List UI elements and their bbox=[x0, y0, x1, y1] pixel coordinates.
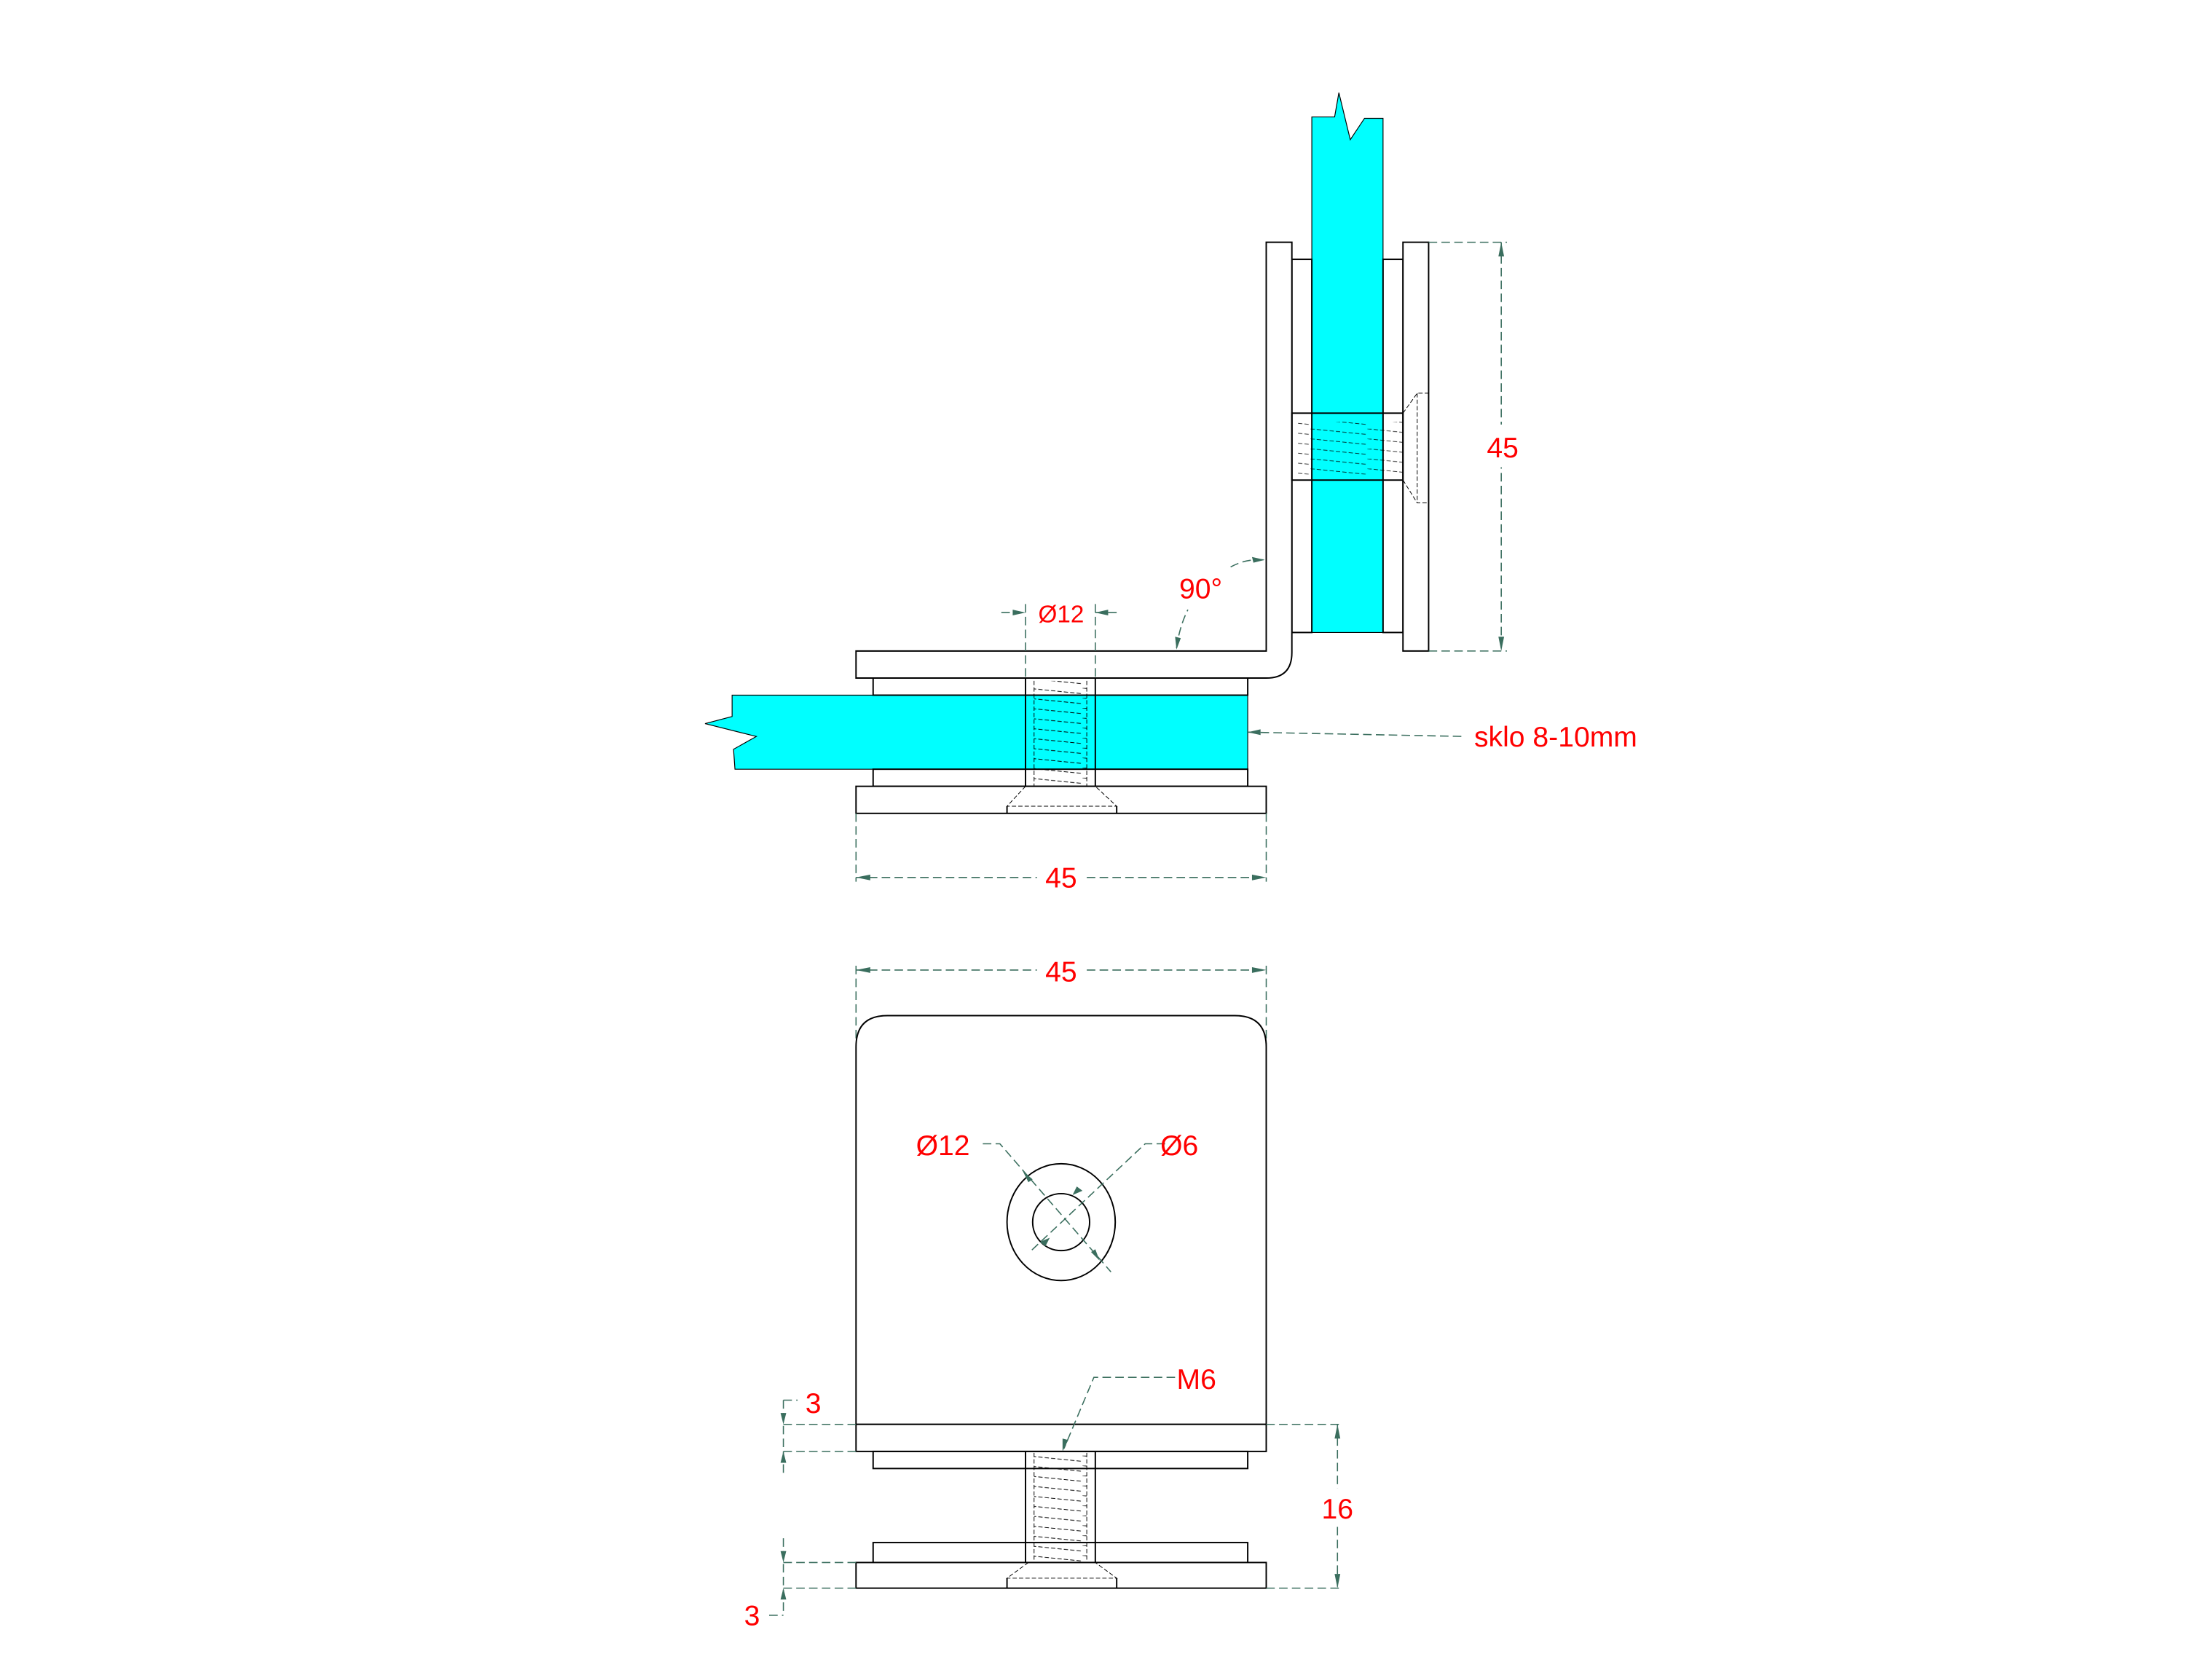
horizontal-glass-pane bbox=[704, 694, 1248, 770]
total-height-dim-label: 16 bbox=[1322, 1494, 1354, 1525]
right-clamp-plate bbox=[1402, 241, 1430, 652]
front-screw bbox=[1006, 1451, 1118, 1588]
top-plate-dim-label: 3 bbox=[806, 1388, 822, 1419]
front-width-dimension: 45 bbox=[855, 954, 1267, 1055]
outer-hole-circle bbox=[1006, 1162, 1117, 1282]
horizontal-screw bbox=[1291, 393, 1429, 503]
height-dimension: 45 bbox=[1428, 241, 1524, 652]
hole-dimension: Ø12 bbox=[1001, 602, 1120, 679]
thread-leader: M6 bbox=[1062, 1364, 1216, 1451]
glass-leader: sklo 8-10mm bbox=[1248, 722, 1637, 753]
outer-hole-label: Ø12 bbox=[916, 1130, 970, 1162]
angle-dimension: 90° bbox=[1175, 556, 1265, 650]
l-bracket bbox=[855, 241, 1293, 679]
bottom-clamp-plate bbox=[855, 785, 1267, 814]
width-dim-label: 45 bbox=[1045, 862, 1077, 894]
height-dim-label: 45 bbox=[1487, 433, 1519, 464]
hole-dim-label: Ø12 bbox=[1038, 602, 1084, 629]
front-bottom-plate bbox=[855, 1561, 1267, 1589]
vertical-glass-pane bbox=[1311, 92, 1384, 634]
inner-hole-label: Ø6 bbox=[1160, 1130, 1198, 1162]
front-width-dim-label: 45 bbox=[1045, 957, 1077, 988]
front-bracket-face bbox=[855, 1015, 1267, 1425]
inner-hole-circle bbox=[1031, 1192, 1090, 1252]
top-plate-thickness-dimension: 3 bbox=[780, 1388, 857, 1476]
width-dimension: 45 bbox=[855, 813, 1267, 895]
bottom-plate-dim-label: 3 bbox=[744, 1600, 760, 1631]
bottom-plate-thickness-dimension: 3 bbox=[744, 1538, 857, 1631]
glass-label: sklo 8-10mm bbox=[1474, 722, 1637, 753]
thread-label: M6 bbox=[1177, 1364, 1216, 1395]
total-height-dimension: 16 bbox=[1266, 1423, 1359, 1589]
angle-dim-label: 90° bbox=[1179, 574, 1222, 605]
front-top-plate bbox=[855, 1423, 1267, 1452]
vertical-screw bbox=[1006, 678, 1118, 814]
side-view: 45 90° Ø12 45 sklo 8-10mm bbox=[704, 92, 1637, 895]
hole-leaders: Ø12 Ø6 bbox=[916, 1130, 1198, 1273]
front-view: 45 Ø12 Ø6 M6 bbox=[744, 954, 1359, 1631]
